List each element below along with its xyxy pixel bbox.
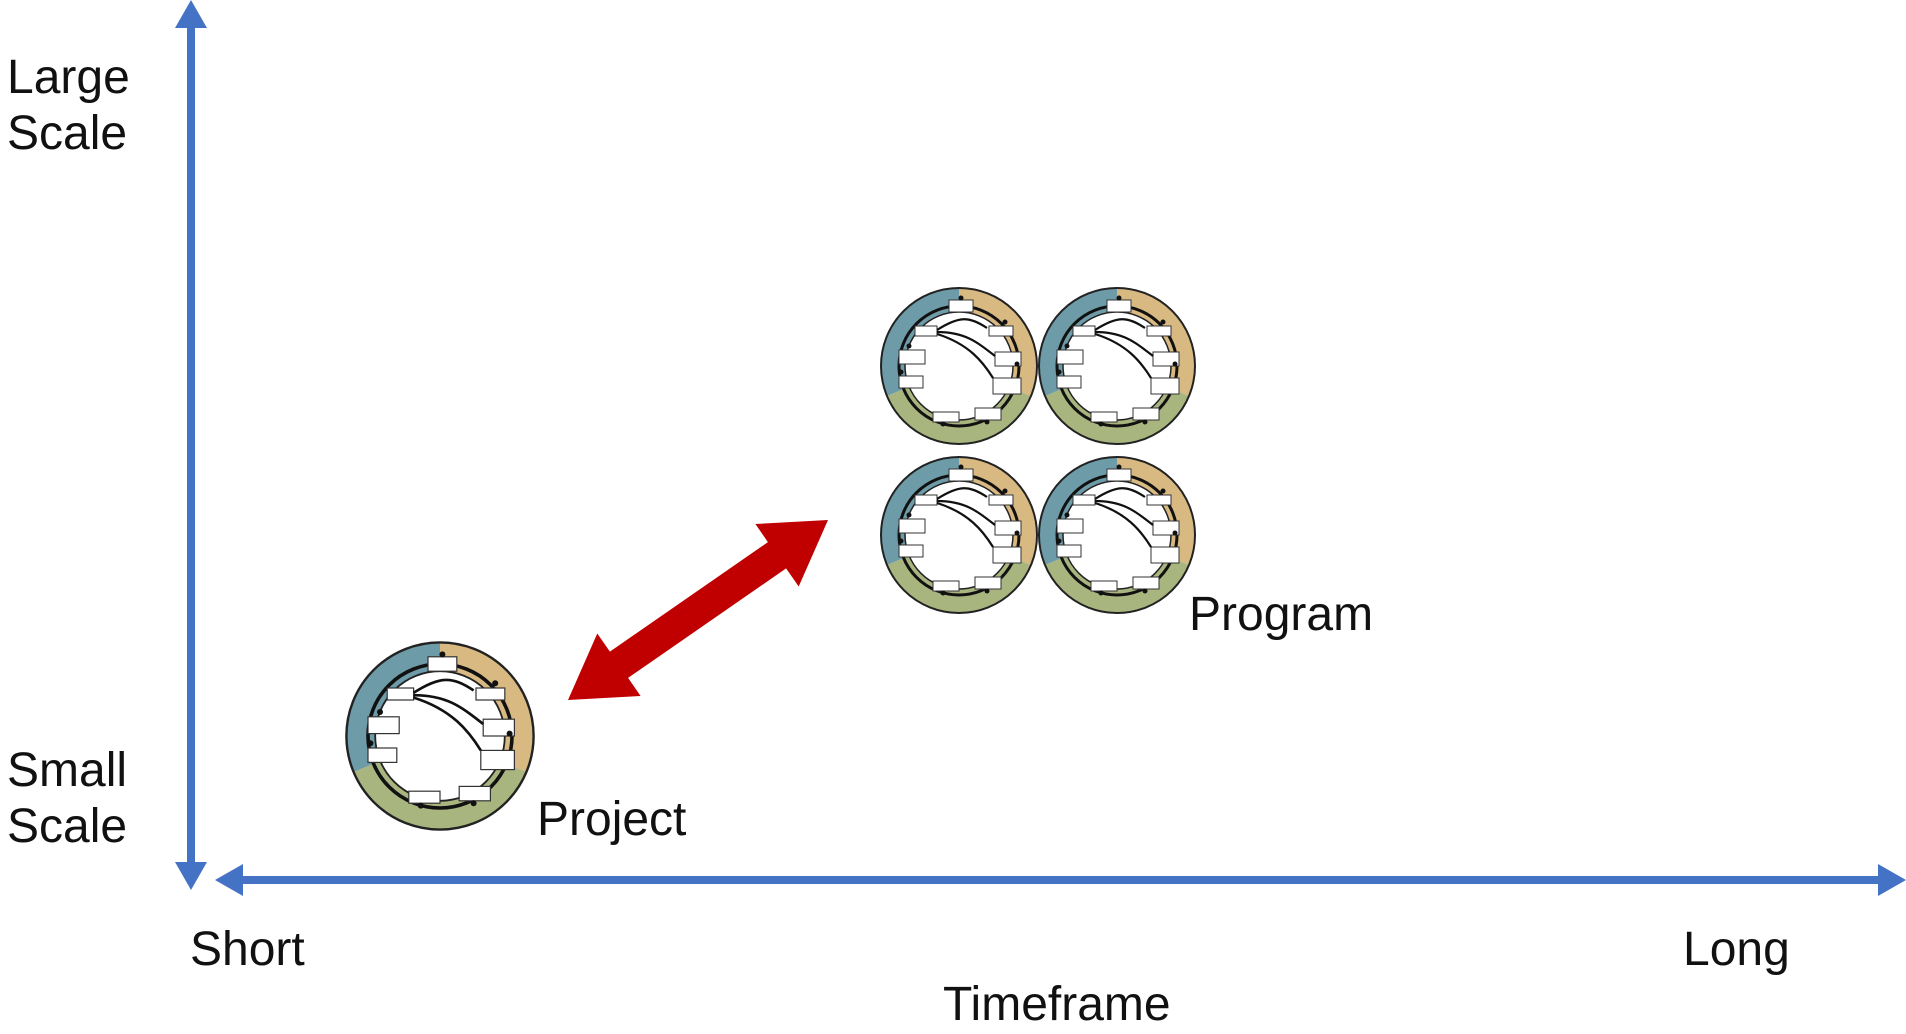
x-axis-right-arrowhead [1878, 864, 1906, 896]
x-axis-title: Timeframe [943, 978, 1171, 1031]
y-axis-bottom-label: Small Scale [7, 744, 128, 853]
y-axis-top-arrowhead [175, 0, 207, 28]
program-cycle-icons [879, 286, 1197, 615]
program-cycle-icon [879, 286, 1039, 446]
project-program-double-arrow [568, 520, 828, 700]
program-cycle-icon [879, 455, 1039, 615]
program-cycle-icon [1037, 455, 1197, 615]
x-axis-left-label: Short [190, 923, 305, 976]
y-axis [175, 0, 207, 890]
project-cycle-icon [344, 640, 536, 832]
y-axis-top-label: Large Scale [7, 51, 130, 160]
program-cycle-icon [1037, 286, 1197, 446]
x-axis-left-arrowhead [215, 864, 243, 896]
x-axis [215, 864, 1906, 896]
y-axis-bottom-arrowhead [175, 862, 207, 890]
project-label: Project [537, 793, 687, 846]
program-label: Program [1189, 588, 1374, 641]
x-axis-right-label: Long [1683, 923, 1790, 976]
